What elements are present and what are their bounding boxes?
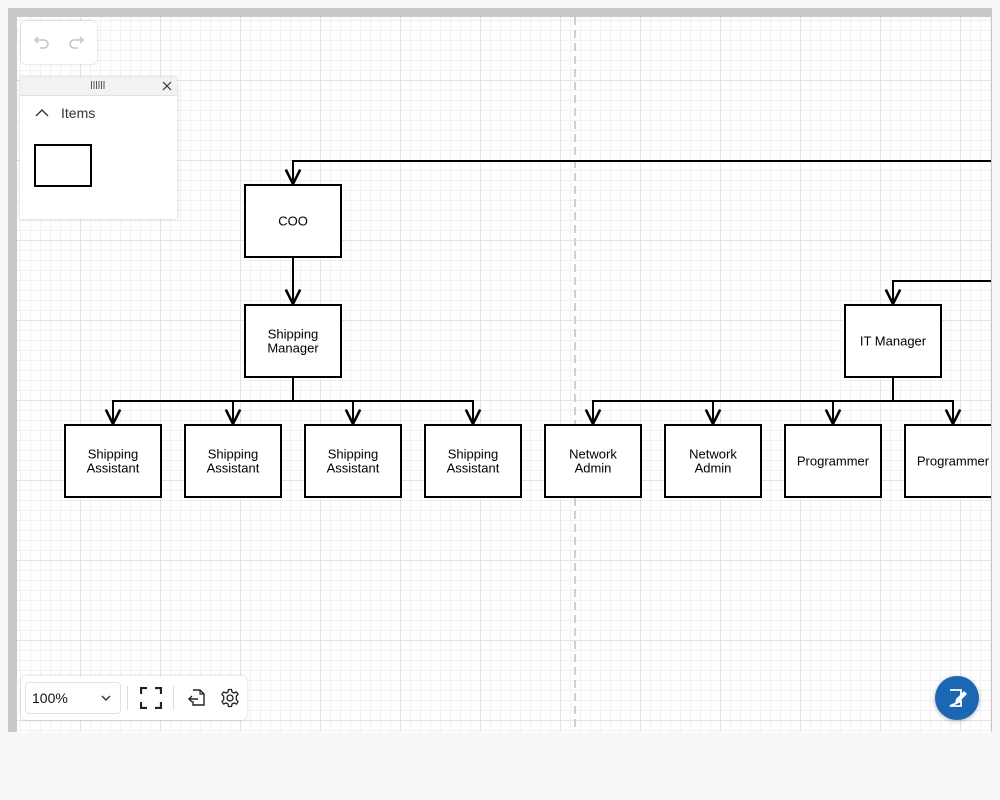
org-node-it-manager[interactable]: IT Manager xyxy=(844,304,942,378)
items-panel: Items xyxy=(20,77,177,219)
node-box[interactable] xyxy=(544,424,642,498)
undo-redo-panel xyxy=(21,21,97,64)
node-label: Admin xyxy=(695,461,732,476)
chevron-up-icon xyxy=(35,106,49,120)
org-node-programmer-1[interactable]: Programmer xyxy=(784,424,882,498)
items-section-title: Items xyxy=(61,105,96,121)
export-icon xyxy=(188,689,205,706)
org-node-coo[interactable]: COO xyxy=(244,184,342,258)
connector[interactable] xyxy=(292,377,473,424)
node-label: Shipping xyxy=(208,447,259,462)
node-label: Network xyxy=(569,447,617,462)
node-label: Assistant xyxy=(207,461,260,476)
connector[interactable] xyxy=(892,377,953,424)
node-box[interactable] xyxy=(424,424,522,498)
toolbar-divider xyxy=(173,686,175,710)
connector[interactable] xyxy=(293,160,991,184)
node-label: Assistant xyxy=(327,461,380,476)
node-box[interactable] xyxy=(784,424,882,498)
node-box[interactable] xyxy=(904,424,991,498)
node-box[interactable] xyxy=(244,184,342,258)
node-label: Shipping xyxy=(328,447,379,462)
connector[interactable] xyxy=(233,377,294,424)
node-label: Assistant xyxy=(447,461,500,476)
edit-diagram-icon xyxy=(949,689,967,707)
redo-button[interactable] xyxy=(63,30,89,56)
undo-button[interactable] xyxy=(29,30,55,56)
connector[interactable] xyxy=(893,280,991,304)
settings-icon xyxy=(221,688,240,708)
org-node-programmer-2[interactable]: Programmer xyxy=(904,424,991,498)
node-label: COO xyxy=(278,214,308,229)
node-box[interactable] xyxy=(244,304,342,378)
node-label: IT Manager xyxy=(860,334,927,349)
node-box[interactable] xyxy=(64,424,162,498)
bottom-toolbar: 100% xyxy=(21,676,247,720)
node-label: Admin xyxy=(575,461,612,476)
node-box[interactable] xyxy=(844,304,942,378)
close-icon[interactable] xyxy=(161,80,173,92)
zoom-value: 100% xyxy=(32,690,68,706)
export-button[interactable] xyxy=(180,681,213,715)
toolbar-divider xyxy=(127,686,129,710)
org-chart[interactable]: COOShippingManagerShippingAssistantShipp… xyxy=(17,17,991,732)
items-section-toggle[interactable]: Items xyxy=(20,96,177,130)
node-label: Manager xyxy=(267,341,319,356)
connector[interactable] xyxy=(833,377,894,424)
node-label: Shipping xyxy=(448,447,499,462)
zoom-select[interactable]: 100% xyxy=(25,682,122,714)
node-label: Shipping xyxy=(268,327,319,342)
node-box[interactable] xyxy=(184,424,282,498)
node-label: Programmer xyxy=(917,454,990,469)
settings-button[interactable] xyxy=(214,681,247,715)
node-box[interactable] xyxy=(664,424,762,498)
grip-icon xyxy=(91,81,105,89)
node-label: Network xyxy=(689,447,737,462)
fullscreen-button[interactable] xyxy=(134,681,167,715)
node-box[interactable] xyxy=(304,424,402,498)
node-label: Programmer xyxy=(797,454,870,469)
fullscreen-icon xyxy=(139,687,162,709)
chevron-down-icon xyxy=(101,695,111,701)
node-label: Assistant xyxy=(87,461,140,476)
edit-diagram-button[interactable] xyxy=(935,676,979,720)
undo-icon xyxy=(33,35,49,49)
rectangle-shape-item[interactable] xyxy=(34,144,92,187)
redo-icon xyxy=(69,35,85,49)
node-label: Shipping xyxy=(88,447,139,462)
panel-drag-handle[interactable] xyxy=(20,77,177,96)
